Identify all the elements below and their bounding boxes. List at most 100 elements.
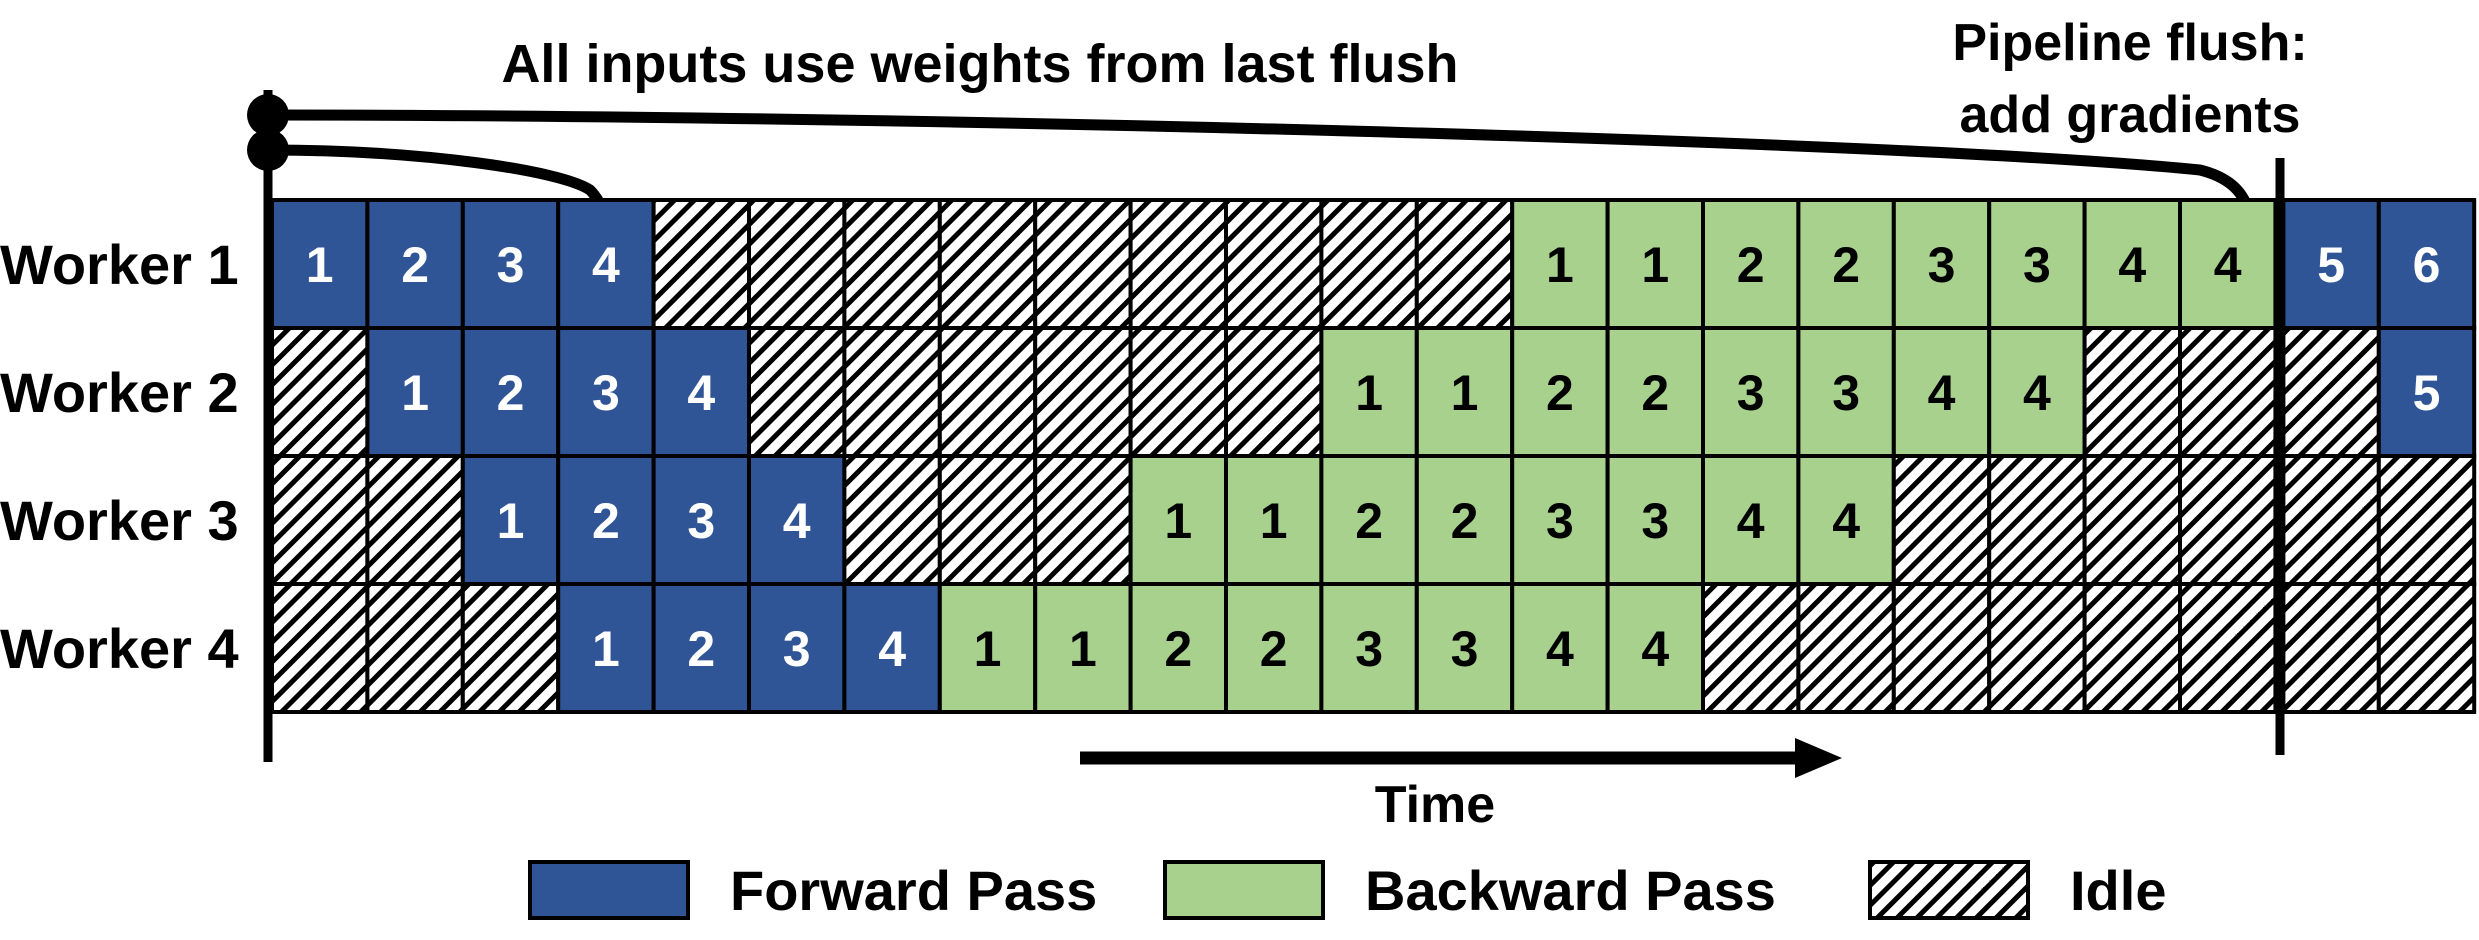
cell-number: 4 bbox=[687, 365, 715, 421]
forward-cell bbox=[365, 198, 465, 330]
backward-cell bbox=[1319, 326, 1419, 458]
cell-number: 3 bbox=[497, 237, 525, 293]
backward-cell bbox=[1414, 326, 1515, 458]
weights-annotation: All inputs use weights from last flush bbox=[501, 34, 1458, 94]
backward-cell bbox=[1701, 326, 1801, 458]
idle-cell bbox=[2178, 454, 2278, 586]
cell-number: 1 bbox=[1641, 237, 1669, 293]
idle-cell bbox=[2281, 326, 2381, 458]
legend-swatch bbox=[1868, 860, 2030, 920]
cell-number: 4 bbox=[2214, 237, 2242, 293]
worker-label: Worker 1 bbox=[0, 233, 239, 296]
cell-number: 2 bbox=[1641, 365, 1669, 421]
backward-cell bbox=[1605, 198, 1705, 330]
cell-number: 4 bbox=[2023, 365, 2051, 421]
cell-number: 2 bbox=[1164, 621, 1192, 677]
backward-cell bbox=[1891, 326, 1992, 458]
forward-cell bbox=[556, 582, 656, 714]
cell-number: 2 bbox=[497, 365, 525, 421]
cell-number: 4 bbox=[878, 621, 906, 677]
idle-cell bbox=[2178, 326, 2278, 458]
cell-number: 4 bbox=[592, 237, 620, 293]
cell-number: 1 bbox=[1260, 493, 1288, 549]
idle-cell bbox=[842, 198, 942, 330]
forward-cell bbox=[460, 198, 561, 330]
cell-number: 3 bbox=[592, 365, 620, 421]
time-arrow-head bbox=[1795, 738, 1842, 778]
time-label: Time bbox=[1375, 776, 1495, 834]
idle-cell bbox=[2281, 582, 2381, 714]
cell-number: 1 bbox=[401, 365, 429, 421]
cell-number: 3 bbox=[1928, 237, 1956, 293]
backward-cell bbox=[1605, 454, 1705, 586]
cell-number: 4 bbox=[1928, 365, 1956, 421]
flush-annotation-line2: add gradients bbox=[1960, 86, 2301, 144]
idle-cell bbox=[270, 582, 370, 714]
cell-number: 1 bbox=[974, 621, 1002, 677]
idle-cell bbox=[747, 198, 847, 330]
cell-number: 2 bbox=[687, 621, 715, 677]
cell-number: 3 bbox=[1355, 621, 1383, 677]
idle-cell bbox=[937, 198, 1038, 330]
legend-swatch bbox=[528, 860, 690, 920]
cell-number: 2 bbox=[1451, 493, 1479, 549]
legend-swatch bbox=[1163, 860, 1325, 920]
idle-cell bbox=[747, 326, 847, 458]
weights-curve-long bbox=[267, 109, 2254, 212]
idle-cell bbox=[460, 582, 561, 714]
idle-cell bbox=[1987, 582, 2087, 714]
worker-label: Worker 2 bbox=[0, 361, 239, 424]
idle-cell bbox=[1319, 198, 1419, 330]
cell-number: 3 bbox=[1546, 493, 1574, 549]
worker-label: Worker 3 bbox=[0, 489, 239, 552]
cell-number: 3 bbox=[1641, 493, 1669, 549]
forward-cell bbox=[556, 454, 656, 586]
cell-number: 2 bbox=[1355, 493, 1383, 549]
idle-cell bbox=[1033, 198, 1133, 330]
backward-cell bbox=[1128, 454, 1228, 586]
idle-cell bbox=[365, 582, 465, 714]
idle-cell bbox=[1128, 198, 1228, 330]
worker-label: Worker 4 bbox=[0, 617, 239, 680]
idle-cell bbox=[937, 454, 1038, 586]
idle-cell bbox=[365, 454, 465, 586]
cell-number: 3 bbox=[2023, 237, 2051, 293]
forward-cell bbox=[842, 582, 942, 714]
cell-number: 4 bbox=[1546, 621, 1574, 677]
cell-number: 1 bbox=[1546, 237, 1574, 293]
idle-cell bbox=[842, 454, 942, 586]
cell-number: 3 bbox=[783, 621, 811, 677]
cell-number: 2 bbox=[1546, 365, 1574, 421]
cell-number: 3 bbox=[687, 493, 715, 549]
cell-number: 3 bbox=[1451, 621, 1479, 677]
forward-cell bbox=[460, 326, 561, 458]
cell-number: 1 bbox=[592, 621, 620, 677]
idle-cell bbox=[2376, 454, 2477, 586]
backward-cell bbox=[1033, 582, 1133, 714]
cell-number: 1 bbox=[497, 493, 525, 549]
idle-cell bbox=[842, 326, 942, 458]
cell-number: 4 bbox=[1641, 621, 1669, 677]
cell-number: 2 bbox=[1737, 237, 1765, 293]
cell-number: 2 bbox=[1832, 237, 1860, 293]
backward-cell bbox=[1510, 198, 1610, 330]
flush-annotation-line1: Pipeline flush: bbox=[1952, 14, 2307, 72]
legend-label: Forward Pass bbox=[730, 859, 1097, 922]
idle-cell bbox=[2082, 326, 2183, 458]
cell-number: 1 bbox=[1355, 365, 1383, 421]
cell-number: 5 bbox=[2413, 365, 2441, 421]
idle-cell bbox=[1128, 326, 1228, 458]
cell-number: 1 bbox=[1069, 621, 1097, 677]
cell-number: 3 bbox=[1737, 365, 1765, 421]
cell-number: 2 bbox=[1260, 621, 1288, 677]
idle-cell bbox=[1033, 326, 1133, 458]
idle-cell bbox=[937, 326, 1038, 458]
backward-cell bbox=[1605, 326, 1705, 458]
idle-cell bbox=[1414, 198, 1515, 330]
forward-cell bbox=[2281, 198, 2381, 330]
backward-cell bbox=[1510, 326, 1610, 458]
idle-cell bbox=[651, 198, 751, 330]
cell-number: 4 bbox=[783, 493, 811, 549]
idle-cell bbox=[2281, 454, 2381, 586]
